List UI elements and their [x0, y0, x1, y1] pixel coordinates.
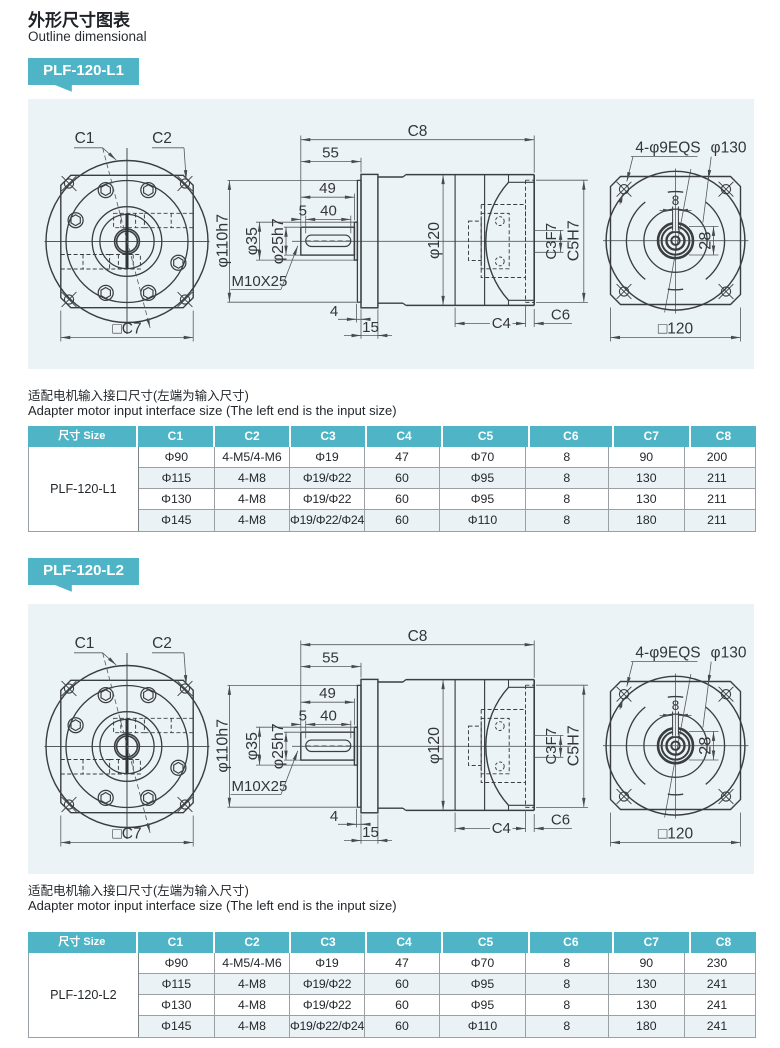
svg-text:C6: C6 — [551, 306, 570, 323]
svg-text:5: 5 — [299, 203, 307, 220]
svg-text:40: 40 — [320, 203, 337, 220]
svg-text:□120: □120 — [658, 321, 694, 338]
svg-text:M10X25: M10X25 — [232, 273, 288, 290]
svg-text:C8: C8 — [408, 123, 428, 140]
svg-text:□C7: □C7 — [112, 321, 141, 338]
svg-text:φ130: φ130 — [711, 139, 747, 156]
svg-text:C3F7: C3F7 — [543, 223, 560, 260]
svg-text:φ35: φ35 — [244, 227, 261, 255]
svg-text:4-φ9EQS: 4-φ9EQS — [635, 139, 700, 156]
svg-text:C2: C2 — [152, 130, 172, 147]
svg-text:C5H7: C5H7 — [566, 220, 583, 261]
svg-text:28: 28 — [697, 232, 715, 250]
svg-text:C4: C4 — [492, 315, 511, 332]
svg-text:4: 4 — [330, 303, 338, 320]
svg-text:49: 49 — [319, 180, 336, 197]
svg-text:φ110h7: φ110h7 — [214, 214, 231, 268]
svg-text:C1: C1 — [75, 130, 95, 147]
svg-text:15: 15 — [362, 319, 379, 336]
svg-text:φ25h7: φ25h7 — [270, 218, 287, 264]
svg-text:8: 8 — [672, 193, 680, 208]
svg-text:φ120: φ120 — [426, 222, 443, 259]
svg-text:55: 55 — [322, 145, 339, 162]
